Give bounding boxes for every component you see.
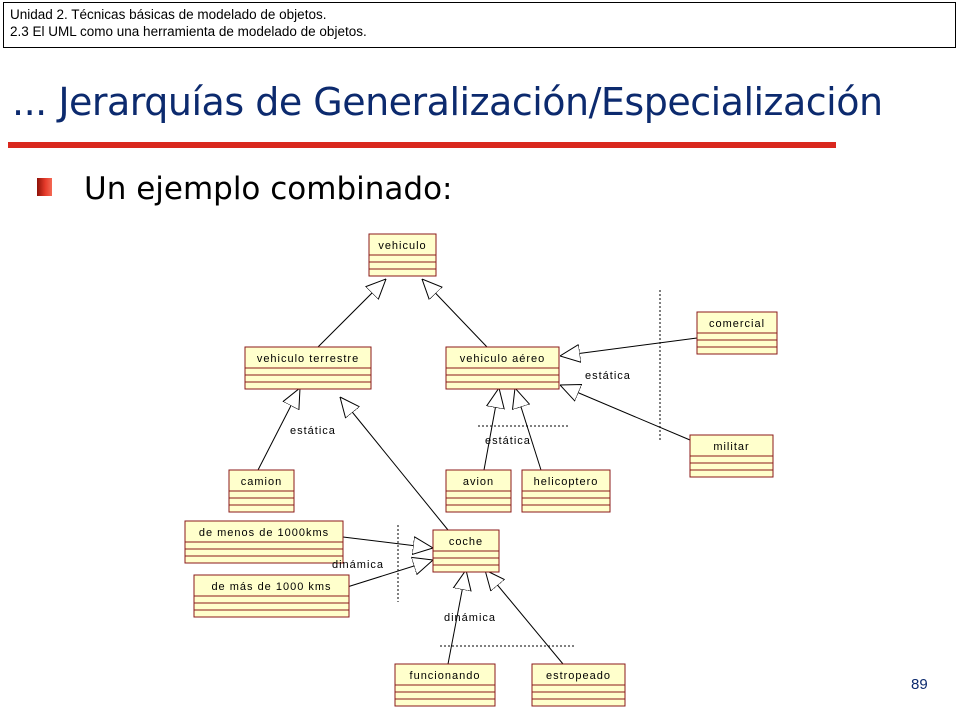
label-estatica-aereo-sub: estática (485, 435, 531, 447)
class-comercial: comercial (696, 311, 778, 355)
class-de-mas: de más de 1000 kms (193, 574, 350, 618)
bullet-text: Un ejemplo combinado: (84, 171, 453, 207)
class-estropeado: estropeado (531, 663, 626, 707)
generalization-arrows (257, 279, 698, 665)
arrow-demenos-coche (342, 537, 433, 548)
arrow-aereo-vehiculo (422, 279, 488, 348)
class-name: de más de 1000 kms (211, 581, 331, 593)
class-boxes: vehiculo vehiculo terrestre vehiculo aéreo… (184, 233, 778, 707)
class-vehiculo-terrestre: vehiculo terrestre (244, 346, 372, 390)
class-coche: coche (432, 529, 500, 573)
class-name: estropeado (546, 670, 611, 682)
label-dinamica-coche-sub: dinámica (444, 612, 496, 624)
arrow-demas-coche (343, 560, 433, 589)
class-name: avion (463, 476, 494, 488)
arrow-avion-aereo (483, 388, 499, 471)
class-funcionando: funcionando (394, 663, 496, 707)
label-dinamica-coche-side: dinámica (332, 559, 384, 571)
slide-header: Unidad 2. Técnicas básicas de modelado d… (3, 2, 956, 48)
header-section-line: 2.3 El UML como una herramienta de model… (10, 24, 367, 39)
class-avion: avion (445, 469, 512, 513)
page-number: 89 (911, 676, 928, 693)
arrow-helicoptero-aereo (515, 388, 542, 471)
partition-lines (397, 290, 661, 647)
class-de-menos: de menos de 1000kms (184, 520, 344, 564)
arrow-estropeado-coche (485, 570, 564, 665)
arrow-coche-terrestre (340, 397, 449, 531)
arrow-comercial-aereo (560, 337, 698, 356)
class-militar: militar (689, 434, 774, 478)
class-name: de menos de 1000kms (199, 527, 329, 539)
class-name: comercial (709, 318, 765, 330)
arrow-funcionando-coche (447, 570, 466, 665)
class-name: helicoptero (534, 476, 599, 488)
class-vehiculo: vehiculo (368, 233, 437, 277)
title-underline (8, 142, 836, 148)
class-name: vehiculo aéreo (460, 353, 546, 365)
class-name: funcionando (410, 670, 481, 682)
class-name: coche (449, 536, 483, 548)
class-camion: camion (228, 469, 295, 513)
class-name: vehiculo (378, 240, 426, 252)
class-name: vehiculo terrestre (257, 353, 359, 365)
slide-title: ... Jerarquías de Generalización/Especia… (12, 80, 883, 124)
class-name: camion (241, 476, 282, 488)
label-estatica-terrestre: estática (290, 425, 336, 437)
arrow-militar-aereo (560, 385, 691, 441)
class-helicoptero: helicoptero (521, 469, 611, 513)
class-vehiculo-aereo: vehiculo aéreo (445, 346, 560, 390)
class-name: militar (713, 441, 749, 453)
label-estatica-aereo-side: estática (585, 370, 631, 382)
bullet-square-icon (37, 178, 52, 196)
header-unit-line: Unidad 2. Técnicas básicas de modelado d… (10, 7, 327, 22)
arrow-terrestre-vehiculo (317, 279, 386, 348)
arrow-camion-terrestre (257, 388, 300, 471)
